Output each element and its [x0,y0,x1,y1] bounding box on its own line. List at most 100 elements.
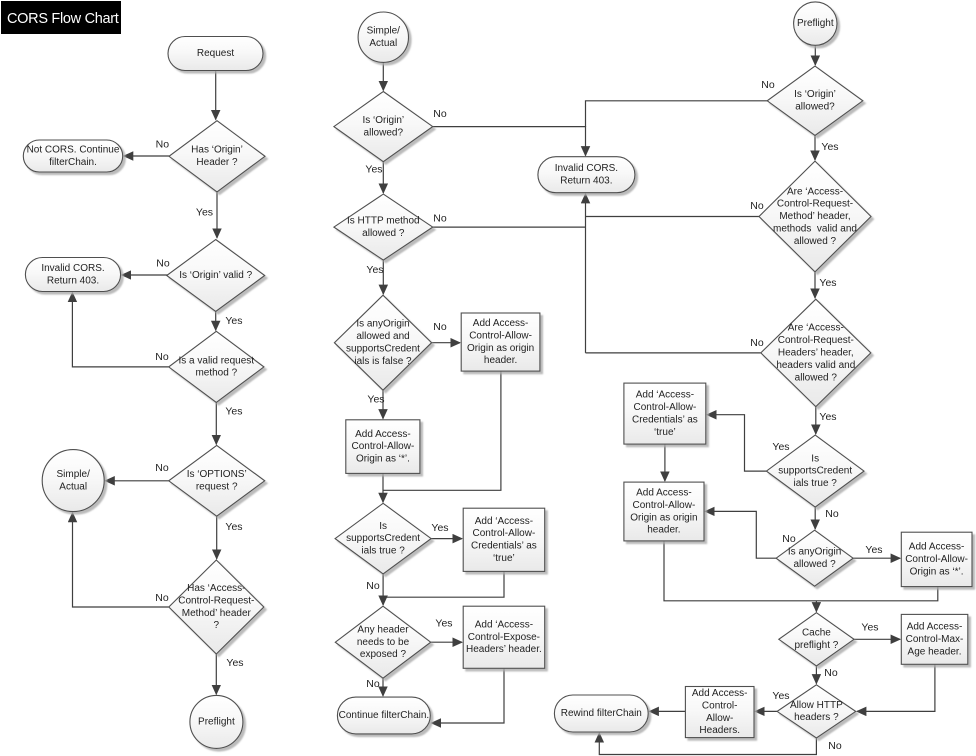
svg-text:Yes: Yes [772,690,789,702]
svg-text:method ?: method ? [195,368,237,379]
svg-text:needs to be: needs to be [357,637,410,648]
svg-text:No: No [433,212,447,224]
svg-text:?: ? [214,620,220,631]
svg-text:supportsCredent: supportsCredent [778,466,852,477]
svg-text:header.: header. [647,525,680,536]
svg-text:Are ‘Access-: Are ‘Access- [787,186,843,197]
svg-text:Headers’ header.: Headers’ header. [466,644,542,655]
svg-text:Request: Request [197,48,234,59]
svg-text:Credentials’ as: Credentials’ as [632,414,698,425]
svg-text:Add Access-: Add Access- [909,542,965,553]
svg-text:Control-Request-: Control-Request- [778,335,854,346]
svg-text:Add Access-: Add Access- [355,429,411,440]
svg-text:Cache: Cache [802,628,831,639]
svg-text:Is ‘Origin’: Is ‘Origin’ [362,115,404,126]
svg-text:Allow-: Allow- [706,713,733,724]
svg-text:Is HTTP method: Is HTTP method [347,216,420,227]
svg-text:Control-Allow-: Control-Allow- [473,528,536,539]
svg-text:Add Access-: Add Access- [692,688,748,699]
svg-text:Add Access-: Add Access- [473,318,529,329]
svg-text:ials is false ?: ials is false ? [354,356,412,367]
svg-text:Is ‘OPTIONS’: Is ‘OPTIONS’ [187,469,247,480]
svg-text:Return 403.: Return 403. [47,275,99,286]
svg-text:Return 403.: Return 403. [560,176,612,187]
svg-text:supportsCredent: supportsCredent [346,533,420,544]
svg-text:allowed?: allowed? [364,127,404,138]
svg-text:Add Access-: Add Access- [636,488,692,499]
svg-text:Yes: Yes [861,621,878,633]
svg-text:Control-Allow-: Control-Allow- [469,330,532,341]
svg-text:Yes: Yes [772,441,789,453]
svg-text:Header ?: Header ? [196,157,238,168]
svg-text:Not CORS. Continue: Not CORS. Continue [27,144,120,155]
svg-text:Yes: Yes [365,163,382,175]
svg-text:Control-Allow-: Control-Allow- [905,554,968,565]
svg-text:No: No [750,337,764,349]
svg-text:No: No [825,508,839,520]
svg-text:No: No [782,533,796,545]
svg-text:No: No [155,351,169,363]
svg-text:Credentials’ as: Credentials’ as [471,541,537,552]
svg-text:Control-Expose-: Control-Expose- [468,632,540,643]
svg-text:Add ‘Access-: Add ‘Access- [636,390,694,401]
svg-text:Origin as origin: Origin as origin [467,343,534,354]
svg-text:request ?: request ? [196,482,238,493]
svg-text:‘true’: ‘true’ [654,427,676,438]
svg-text:supportsCredent: supportsCredent [346,344,420,355]
svg-text:Any header: Any header [357,624,409,635]
svg-text:Simple/: Simple/ [57,469,91,480]
svg-text:headers valid and: headers valid and [776,360,855,371]
svg-text:Method’ header,: Method’ header, [779,211,850,222]
svg-text:Is anyOrigin: Is anyOrigin [356,319,409,330]
svg-text:Add ‘Access-: Add ‘Access- [475,620,533,631]
svg-text:Are ‘Access-: Are ‘Access- [788,323,844,334]
svg-text:Origin as ‘*’.: Origin as ‘*’. [356,454,410,465]
svg-text:Yes: Yes [865,544,882,556]
svg-text:Preflight: Preflight [198,717,235,728]
svg-text:Yes: Yes [225,315,242,327]
svg-text:filterChain.: filterChain. [49,157,97,168]
svg-text:Origin as origin: Origin as origin [630,512,697,523]
svg-text:Add ‘Access-: Add ‘Access- [475,516,533,527]
svg-text:Invalid CORS.: Invalid CORS. [41,263,104,274]
svg-text:No: No [156,138,170,150]
svg-text:Preflight: Preflight [797,18,834,29]
svg-text:No: No [433,321,447,333]
svg-text:Origin as ‘*’.: Origin as ‘*’. [910,566,964,577]
svg-text:Method’ header: Method’ header [182,608,252,619]
svg-text:ials true ?: ials true ? [794,478,838,489]
svg-text:Actual: Actual [59,481,87,492]
svg-text:Headers’ header,: Headers’ header, [778,348,854,359]
svg-text:Yes: Yes [431,522,448,534]
svg-text:Age header.: Age header. [908,646,962,657]
svg-text:Yes: Yes [226,657,243,669]
svg-text:Allow HTTP: Allow HTTP [790,700,843,711]
svg-text:No: No [828,740,842,752]
svg-text:No: No [366,580,380,592]
svg-text:Yes: Yes [819,411,836,423]
svg-text:Has ‘Access-: Has ‘Access- [187,583,245,594]
svg-text:No: No [761,79,775,91]
svg-text:allowed?: allowed? [795,102,835,113]
svg-text:Has ‘Origin’: Has ‘Origin’ [191,145,243,156]
svg-text:No: No [433,108,447,120]
svg-text:Yes: Yes [225,521,242,533]
svg-text:Add Access-: Add Access- [907,622,963,633]
svg-text:allowed ?: allowed ? [795,372,838,383]
svg-text:headers ?: headers ? [794,712,839,723]
svg-text:Rewind filterChain: Rewind filterChain [561,708,642,719]
svg-text:allowed ?: allowed ? [794,236,837,247]
svg-text:Headers.: Headers. [699,725,740,736]
svg-text:Is a valid request: Is a valid request [178,355,254,366]
svg-text:methods valid and: methods valid and [773,224,857,235]
svg-text:Control-Allow-: Control-Allow- [634,402,697,413]
svg-text:Is anyOrigin: Is anyOrigin [788,547,841,558]
svg-text:No: No [750,200,764,212]
svg-text:Control-Request-: Control-Request- [777,199,853,210]
svg-text:No: No [155,592,169,604]
svg-text:allowed ?: allowed ? [362,228,405,239]
svg-text:Yes: Yes [821,141,838,153]
svg-text:Is ‘Origin’ valid ?: Is ‘Origin’ valid ? [179,270,252,281]
svg-text:exposed ?: exposed ? [360,649,407,660]
svg-text:Is ‘Origin’: Is ‘Origin’ [794,89,836,100]
